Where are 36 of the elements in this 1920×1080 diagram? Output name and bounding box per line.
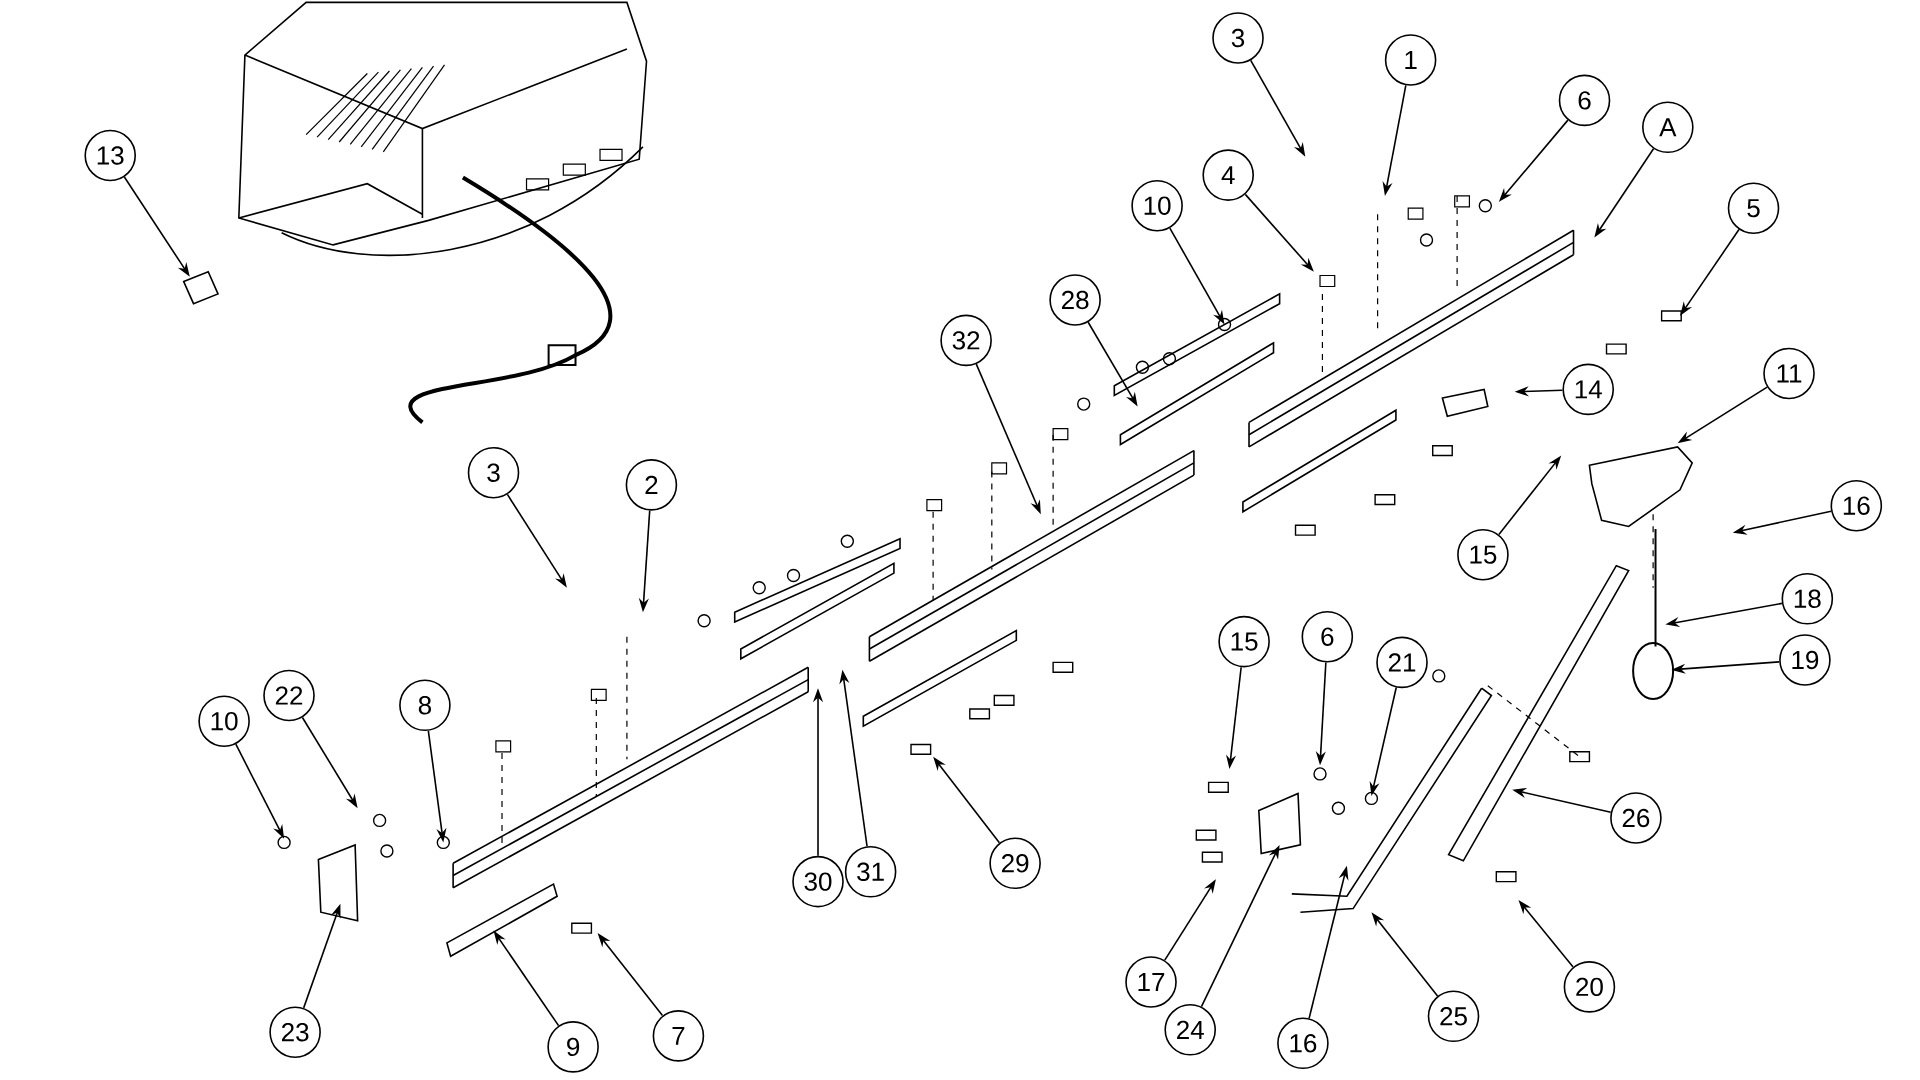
callout-number: 14 <box>1562 363 1614 416</box>
callout-number: 11 <box>1763 347 1815 400</box>
callout-number: 28 <box>1049 274 1101 326</box>
callout-number: 18 <box>1781 573 1834 625</box>
callout-number: 16 <box>1830 479 1883 532</box>
callout-number: 23 <box>269 1006 321 1058</box>
callout-number: 15 <box>1457 528 1509 581</box>
callout-number: 9 <box>547 1021 599 1073</box>
callout-number: 3 <box>1212 12 1264 64</box>
callout-number: A <box>1642 101 1694 154</box>
callout-number: 10 <box>198 695 250 747</box>
callout-number: 3 <box>467 446 520 499</box>
callout-number: 20 <box>1563 961 1616 1013</box>
callout-number: 2 <box>625 459 678 511</box>
callout-number: 32 <box>940 314 992 367</box>
callout-number: 22 <box>263 669 315 722</box>
callout-number: 19 <box>1779 634 1831 686</box>
callout-number: 25 <box>1427 990 1480 1043</box>
callout-number: 6 <box>1301 610 1354 663</box>
callout-number: 29 <box>989 837 1041 890</box>
callout-number: 13 <box>84 129 136 182</box>
callout-number: 4 <box>1202 149 1254 201</box>
callout-number: 6 <box>1558 74 1611 127</box>
callout-number: 30 <box>792 855 844 908</box>
callout-number: 15 <box>1218 615 1270 668</box>
callout-number: 17 <box>1125 956 1177 1008</box>
callout-number: 5 <box>1727 182 1780 234</box>
callout-number: 26 <box>1610 792 1662 844</box>
callout-number: 7 <box>652 1010 705 1062</box>
callout-number: 10 <box>1131 179 1183 232</box>
callout-number: 1 <box>1384 34 1437 86</box>
callout-number: 8 <box>399 679 451 732</box>
callout-number: 21 <box>1376 636 1428 689</box>
callout-number: 31 <box>844 846 897 898</box>
callout-number: 24 <box>1164 1004 1216 1056</box>
callout-number: 16 <box>1277 1017 1329 1070</box>
